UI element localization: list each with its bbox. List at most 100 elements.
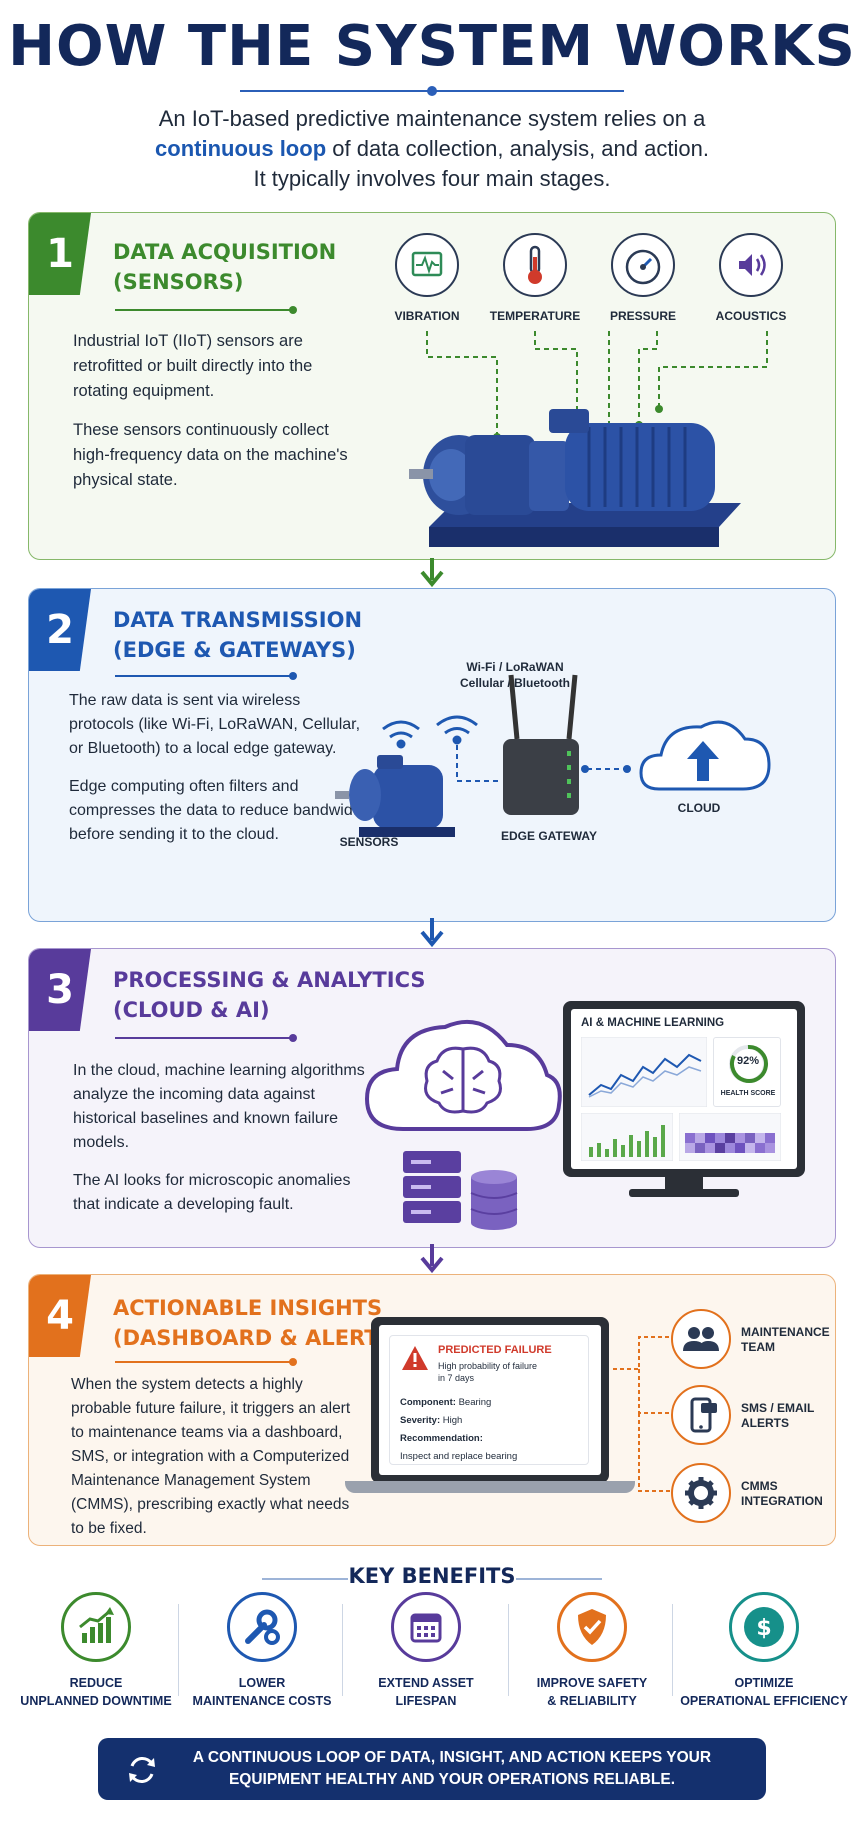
arrow-down-icon — [420, 558, 444, 588]
stage-2-number: 2 — [29, 589, 91, 671]
stage-4-rule — [115, 1358, 297, 1366]
sensor-label-vibration: VIBRATION — [394, 309, 460, 323]
stage-3-title-line-2: (CLOUD & AI) — [113, 998, 270, 1022]
component-value: Bearing — [458, 1397, 492, 1408]
laptop-base — [345, 1481, 635, 1493]
stage-1-paragraph-2: These sensors continuously collect high-… — [73, 421, 348, 489]
stage-2-title-line-2: (EDGE & GATEWAYS) — [113, 638, 356, 662]
stage-3-description: In the cloud, machine learning algorithm… — [73, 1059, 373, 1231]
cloud-label: CLOUD — [677, 801, 721, 815]
laptop-screen: PREDICTED FAILURE High probability of fa… — [371, 1317, 609, 1483]
dollar-icon: $ — [729, 1592, 799, 1662]
stage-2-title-line-1: DATA TRANSMISSION — [113, 608, 363, 632]
stage-1-title-line-2: (SENSORS) — [113, 270, 244, 294]
stage-2-paragraph-2: Edge computing often filters and compres… — [69, 778, 367, 843]
arrow-down-icon — [420, 918, 444, 948]
stage-2-paragraph-1: The raw data is sent via wireless protoc… — [69, 692, 361, 757]
benefit-5-line-2: OPERATIONAL EFFICIENCY — [680, 1694, 848, 1708]
pressure-gauge-icon — [611, 233, 675, 297]
benefits-rule-left — [262, 1578, 348, 1580]
benefit-3-line-2: LIFESPAN — [395, 1694, 457, 1708]
benefits-title: KEY BENEFITS — [348, 1564, 516, 1588]
benefit-separator — [508, 1604, 509, 1696]
edge-gateway-label: EDGE GATEWAY — [500, 829, 598, 843]
warning-icon — [402, 1346, 428, 1370]
stage-4-panel: 4 ACTIONABLE INSIGHTS (DASHBOARD & ALERT… — [28, 1274, 836, 1546]
alert-subtitle-line-2: in 7 days — [438, 1373, 475, 1383]
title-divider-dot — [427, 86, 437, 96]
arrow-down-icon — [420, 1244, 444, 1274]
page-title: HOW THE SYSTEM WORKS — [8, 14, 856, 79]
stage-2-title: DATA TRANSMISSION (EDGE & GATEWAYS) — [113, 605, 362, 665]
protocols-line-2: Cellular / Bluetooth — [459, 676, 570, 690]
alert-title: PREDICTED FAILURE — [438, 1344, 552, 1356]
refresh-loop-icon — [129, 1757, 155, 1783]
stage-3-title: PROCESSING & ANALYTICS (CLOUD & AI) — [113, 965, 426, 1025]
recommendation-label: Recommendation: — [400, 1433, 483, 1444]
stage-3-number: 3 — [29, 949, 91, 1031]
benefit-1-line-1: REDUCE — [69, 1676, 123, 1690]
stage-4-title-line-2: (DASHBOARD & ALERTS) — [113, 1326, 404, 1350]
target-1-line-1: MAINTENANCE — [741, 1325, 830, 1339]
ai-monitor: AI & MACHINE LEARNING 92% HEALTH SCORE — [563, 1001, 805, 1177]
target-2-line-2: ALERTS — [741, 1416, 789, 1430]
trend-line-chart — [581, 1037, 707, 1107]
health-score-value: 92% — [736, 1055, 760, 1067]
database-icon — [470, 1170, 518, 1230]
intro-highlight: continuous loop — [155, 136, 327, 161]
stage-1-title: DATA ACQUISITION (SENSORS) — [113, 237, 336, 297]
server-icon — [403, 1151, 461, 1223]
brain-icon — [424, 1046, 502, 1114]
svg-text:$: $ — [756, 1616, 771, 1641]
benefit-4-line-2: & RELIABILITY — [547, 1694, 637, 1708]
sensor-label-pressure: PRESSURE — [609, 309, 677, 323]
vibration-icon — [395, 233, 459, 297]
benefit-separator — [672, 1604, 673, 1696]
cloud-ai-illustration — [364, 1019, 562, 1230]
heatmap-widget — [679, 1113, 781, 1161]
severity-label: Severity: — [400, 1415, 441, 1426]
stage-4-title-line-1: ACTIONABLE INSIGHTS — [113, 1296, 383, 1320]
benefit-extend-lifespan: EXTEND ASSET LIFESPAN — [346, 1592, 506, 1710]
benefits-rule-right — [516, 1578, 602, 1580]
shield-check-icon — [557, 1592, 627, 1662]
stage-2-description: The raw data is sent via wireless protoc… — [69, 689, 369, 861]
target-1-line-2: TEAM — [741, 1340, 775, 1354]
stage-1-number: 1 — [29, 213, 91, 295]
bar-chart-widget — [581, 1113, 673, 1161]
benefit-5-line-1: OPTIMIZE — [734, 1676, 794, 1690]
intro-text: An IoT-based predictive maintenance syst… — [60, 104, 804, 194]
stage-4-paragraph-1: When the system detects a highly probabl… — [71, 1376, 351, 1537]
sensors-label: SENSORS — [339, 835, 399, 849]
intro-line-1: An IoT-based predictive maintenance syst… — [158, 106, 706, 131]
thermometer-icon — [503, 233, 567, 297]
benefit-5-label: OPTIMIZE OPERATIONAL EFFICIENCY — [676, 1674, 852, 1710]
chart-up-icon — [61, 1592, 131, 1662]
wrench-gear-icon — [227, 1592, 297, 1662]
severity-value: High — [442, 1415, 463, 1426]
acoustics-icon — [719, 233, 783, 297]
stage-1-rule — [115, 306, 297, 314]
stage-3-panel: 3 PROCESSING & ANALYTICS (CLOUD & AI) In… — [28, 948, 836, 1248]
sensor-label-temperature: TEMPERATURE — [489, 309, 581, 323]
stage-4-description: When the system detects a highly probabl… — [71, 1373, 351, 1545]
footer-line-1: A CONTINUOUS LOOP OF DATA, INSIGHT, AND … — [192, 1749, 712, 1766]
monitor-title: AI & MACHINE LEARNING — [581, 1017, 725, 1029]
alert-card: PREDICTED FAILURE High probability of fa… — [389, 1335, 589, 1465]
benefit-3-line-1: EXTEND ASSET — [378, 1676, 474, 1690]
stage-1-paragraph-1: Industrial IoT (IIoT) sensors are retrof… — [73, 332, 313, 400]
health-score-label: HEALTH SCORE — [720, 1090, 776, 1097]
stage-2-panel: 2 DATA TRANSMISSION (EDGE & GATEWAYS) Th… — [28, 588, 836, 922]
stage-1-description: Industrial IoT (IIoT) sensors are retrof… — [73, 329, 363, 507]
benefit-3-label: EXTEND ASSET LIFESPAN — [346, 1674, 506, 1710]
benefit-4-line-1: IMPROVE SAFETY — [536, 1676, 648, 1690]
health-gauge-icon — [729, 1044, 768, 1083]
benefit-separator — [342, 1604, 343, 1696]
